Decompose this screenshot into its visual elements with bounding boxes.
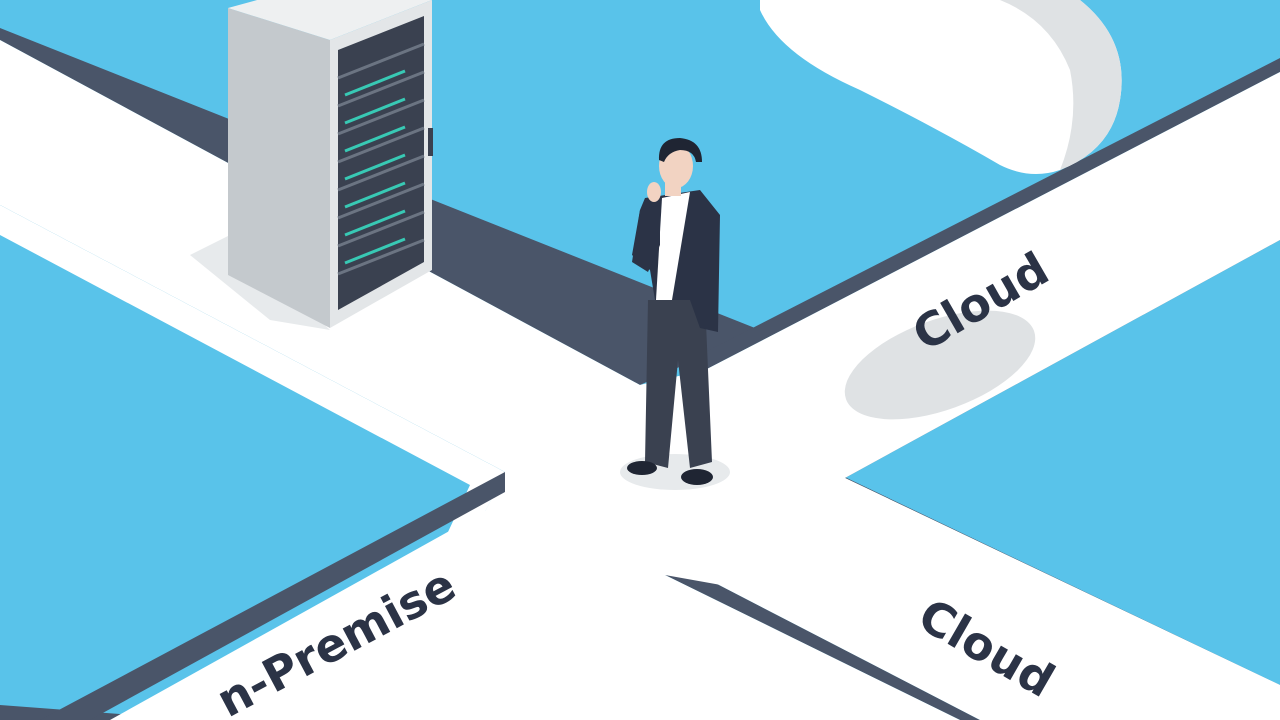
road-upper-right-edge	[690, 58, 1280, 370]
road-lower-left-white	[110, 500, 665, 720]
businessman-figure	[620, 138, 730, 490]
person-shoe-right	[681, 469, 713, 485]
server-side	[228, 8, 330, 328]
person-shoe-left	[627, 461, 657, 475]
server-rack-icon	[190, 0, 433, 330]
cloud-icon	[760, 0, 1122, 174]
person-shirt	[656, 192, 690, 300]
cloud-shadow	[844, 310, 1036, 420]
person-arm	[632, 205, 660, 272]
road-left-lane	[0, 205, 505, 720]
server-handle	[428, 128, 433, 156]
server-top	[228, 0, 432, 40]
server-leds	[344, 69, 406, 265]
road-lower-left-strip	[40, 472, 505, 720]
server-shelves	[337, 42, 425, 276]
person-legs	[645, 300, 712, 468]
cloud-shade	[1000, 0, 1122, 170]
road-surface-c	[665, 478, 1280, 720]
person-hair	[658, 138, 702, 162]
person-hand	[647, 182, 661, 202]
cloud-shape	[760, 0, 1122, 174]
